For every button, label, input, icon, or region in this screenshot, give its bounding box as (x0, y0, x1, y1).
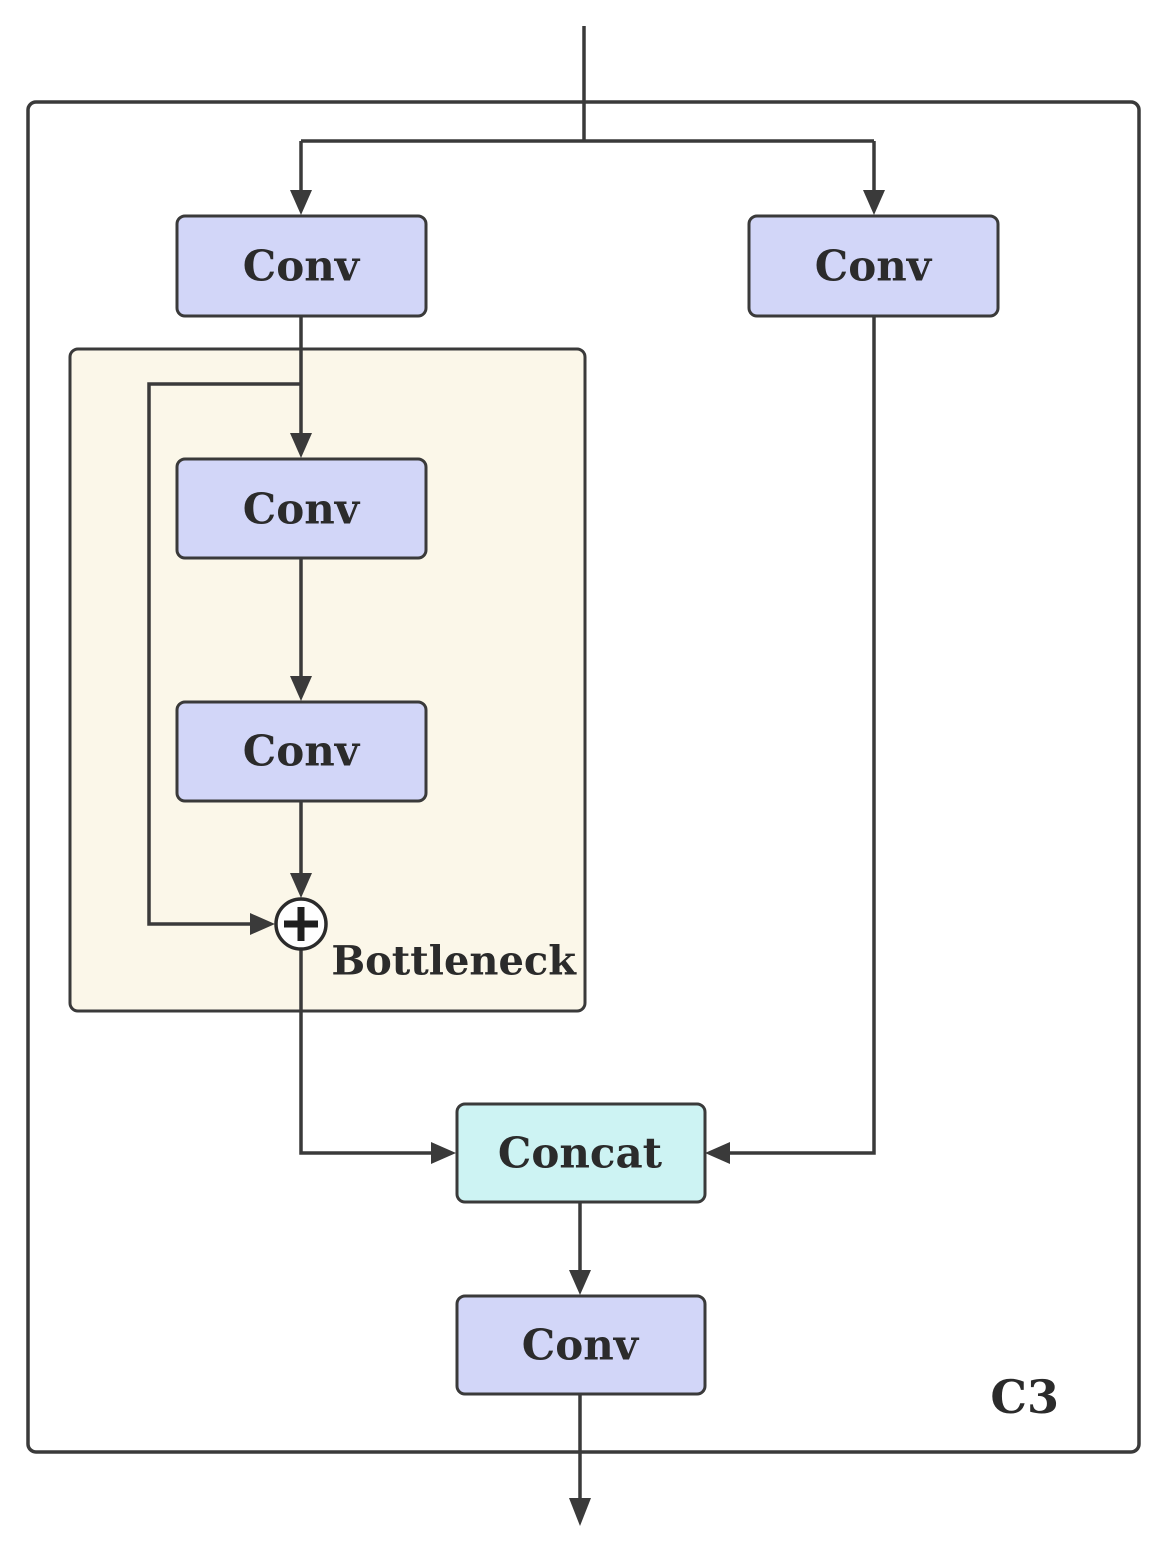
plus-circle-icon (274, 897, 328, 951)
arrowhead (250, 913, 275, 935)
conv-bottleneck-1-node: Conv (175, 457, 428, 560)
node-label: Conv (815, 242, 933, 291)
conv-output-node: Conv (455, 1294, 707, 1396)
edge-add-to-concat (299, 950, 433, 1155)
node-label: Conv (243, 485, 361, 534)
c3-label: C3 (990, 1370, 1059, 1424)
node-label: Concat (498, 1129, 663, 1178)
arrowhead (569, 1498, 591, 1526)
edge-right-conv-to-concat (728, 316, 876, 1155)
concat-node: Concat (455, 1102, 707, 1204)
node-label: Conv (243, 727, 361, 776)
conv-bottleneck-2-node: Conv (175, 700, 428, 803)
conv-top-right-node: Conv (747, 214, 1000, 318)
bottleneck-label: Bottleneck (331, 938, 577, 985)
node-label: Conv (243, 242, 361, 291)
node-label: Conv (522, 1321, 640, 1370)
arrowhead (431, 1142, 456, 1164)
arrowhead (705, 1142, 730, 1164)
conv-top-left-node: Conv (175, 214, 428, 318)
shortcut-edge (147, 382, 301, 926)
arrowhead (290, 190, 312, 215)
arrowhead (569, 1270, 591, 1295)
arrowhead (290, 873, 312, 898)
arrowhead (290, 433, 312, 458)
arrowhead (290, 676, 312, 701)
arrowhead (863, 190, 885, 215)
